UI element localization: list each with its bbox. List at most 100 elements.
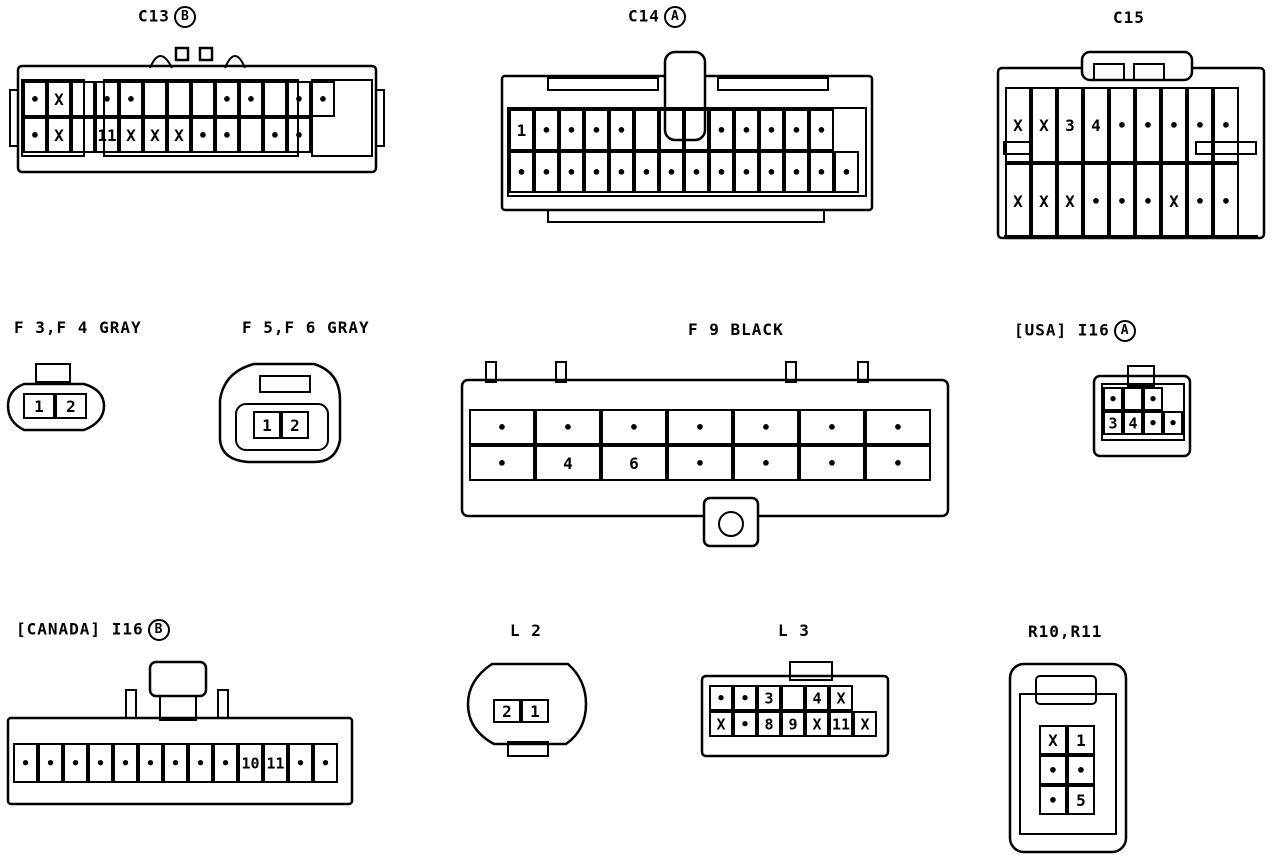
l2-title: L 2 [510,621,542,640]
c15-pin-cell [1213,163,1239,239]
c15-pin-cell [1005,87,1031,163]
c14-pin-label: • [617,163,627,182]
c14-pin-cell [509,151,534,193]
c14-pin-label: • [792,163,802,182]
c13-pin-label: X [126,126,136,145]
l3-pin-label: X [860,715,869,733]
c14-pin-label: • [792,121,802,140]
f5f6-title: F 5,F 6 GRAY [242,318,370,337]
l3-pin-cell [757,711,781,737]
f9-pin-label: • [497,418,507,437]
i16b-pin-label: • [146,754,155,772]
c13-pin-cell [143,117,167,153]
c15-pin-label: • [1117,116,1127,135]
f9-pin-cell [733,409,799,445]
i16b-pin-label: • [71,754,80,772]
c13-pin-label: X [150,126,160,145]
c13-pin-label: • [294,126,304,145]
f9-pin-cell [601,445,667,481]
c15-pin-cell [1135,87,1161,163]
c14-pin-label: • [692,163,702,182]
c14-pin-cell [559,151,584,193]
c15-pin-label: X [1039,116,1049,135]
f34-pin-label: 1 [34,397,44,416]
l3-pin-cell [781,685,805,711]
c14-connector: 1••••••••••••••••••••••• [500,50,874,223]
c13-pin-cell [71,117,95,153]
l3-pin-label: X [716,715,725,733]
c14-pin-cell [684,109,709,151]
l2-pin-cell [521,699,549,723]
c13-pin-label: • [246,90,256,109]
f9-pin-cell [733,445,799,481]
f9-pin-label: • [761,454,771,473]
c13-pin-cell [47,81,71,117]
l3-pin-cell [805,685,829,711]
i16b-pin-label: • [321,754,330,772]
f56-pin-cell [281,411,309,439]
c15-pin-label: X [1013,192,1023,211]
i16b-pin-cell [163,743,188,783]
f9-pin-label: • [761,418,771,437]
c14-pin-label: • [767,121,777,140]
l3-pin-cell [829,685,853,711]
c13-pin-cell [191,117,215,153]
c13-pin-label: 11 [97,126,116,145]
c13-pin-cell [95,81,119,117]
l3-pin-label: • [740,715,749,733]
c13-pin-label: • [270,126,280,145]
c13-badge: B [173,6,196,28]
i16a-pin-label: 4 [1128,414,1137,432]
c14-pin-cell [659,151,684,193]
f9-pin-label: • [497,454,507,473]
i16a-badge: A [1113,320,1136,342]
l3-pin-cell [733,685,757,711]
r10-pin-label: • [1076,761,1086,780]
l3-pin-label: X [836,689,845,707]
c14-pin-label: • [717,121,727,140]
r10-pin-cell [1067,755,1095,785]
i16b-pin-cell [13,743,38,783]
c14-pin-cell [584,151,609,193]
i16b-pin-label: 11 [266,754,284,772]
c15-pin-cell [1057,87,1083,163]
f34-pin-cell [55,393,87,419]
c14-pin-cell [684,151,709,193]
c14-pin-label: • [567,121,577,140]
l3-pin-cell [781,711,805,737]
c13-pin-label: • [30,126,40,145]
c14-pin-cell [809,151,834,193]
c13-pin-cell [95,117,119,153]
r10-pin-label: 5 [1076,791,1086,810]
f9-pin-label: 4 [563,454,573,473]
l3-pin-label: 4 [812,689,821,707]
l3-pin-label: 3 [764,689,773,707]
c13-pin-label: • [126,90,136,109]
c15-pin-label: 3 [1065,116,1075,135]
l3-pin-cell [805,711,829,737]
i16b-badge: B [147,619,170,641]
c13-pin-label: X [174,126,184,145]
c14-pin-cell [759,109,784,151]
c15-pin-cell [1083,163,1109,239]
i16a-pin-cell [1123,387,1143,411]
f56-pin-label: 2 [290,416,300,435]
c14-pin-label: 1 [517,121,527,140]
f9-pin-cell [469,409,535,445]
c15-pin-label: • [1091,192,1101,211]
c15-pin-label: • [1195,192,1205,211]
c14-pin-cell [709,109,734,151]
c15-pin-label: • [1143,192,1153,211]
c13-pin-cell [239,117,263,153]
c14-pin-cell [584,109,609,151]
c14-pin-cell [759,151,784,193]
l3-pin-label: 11 [832,715,850,733]
